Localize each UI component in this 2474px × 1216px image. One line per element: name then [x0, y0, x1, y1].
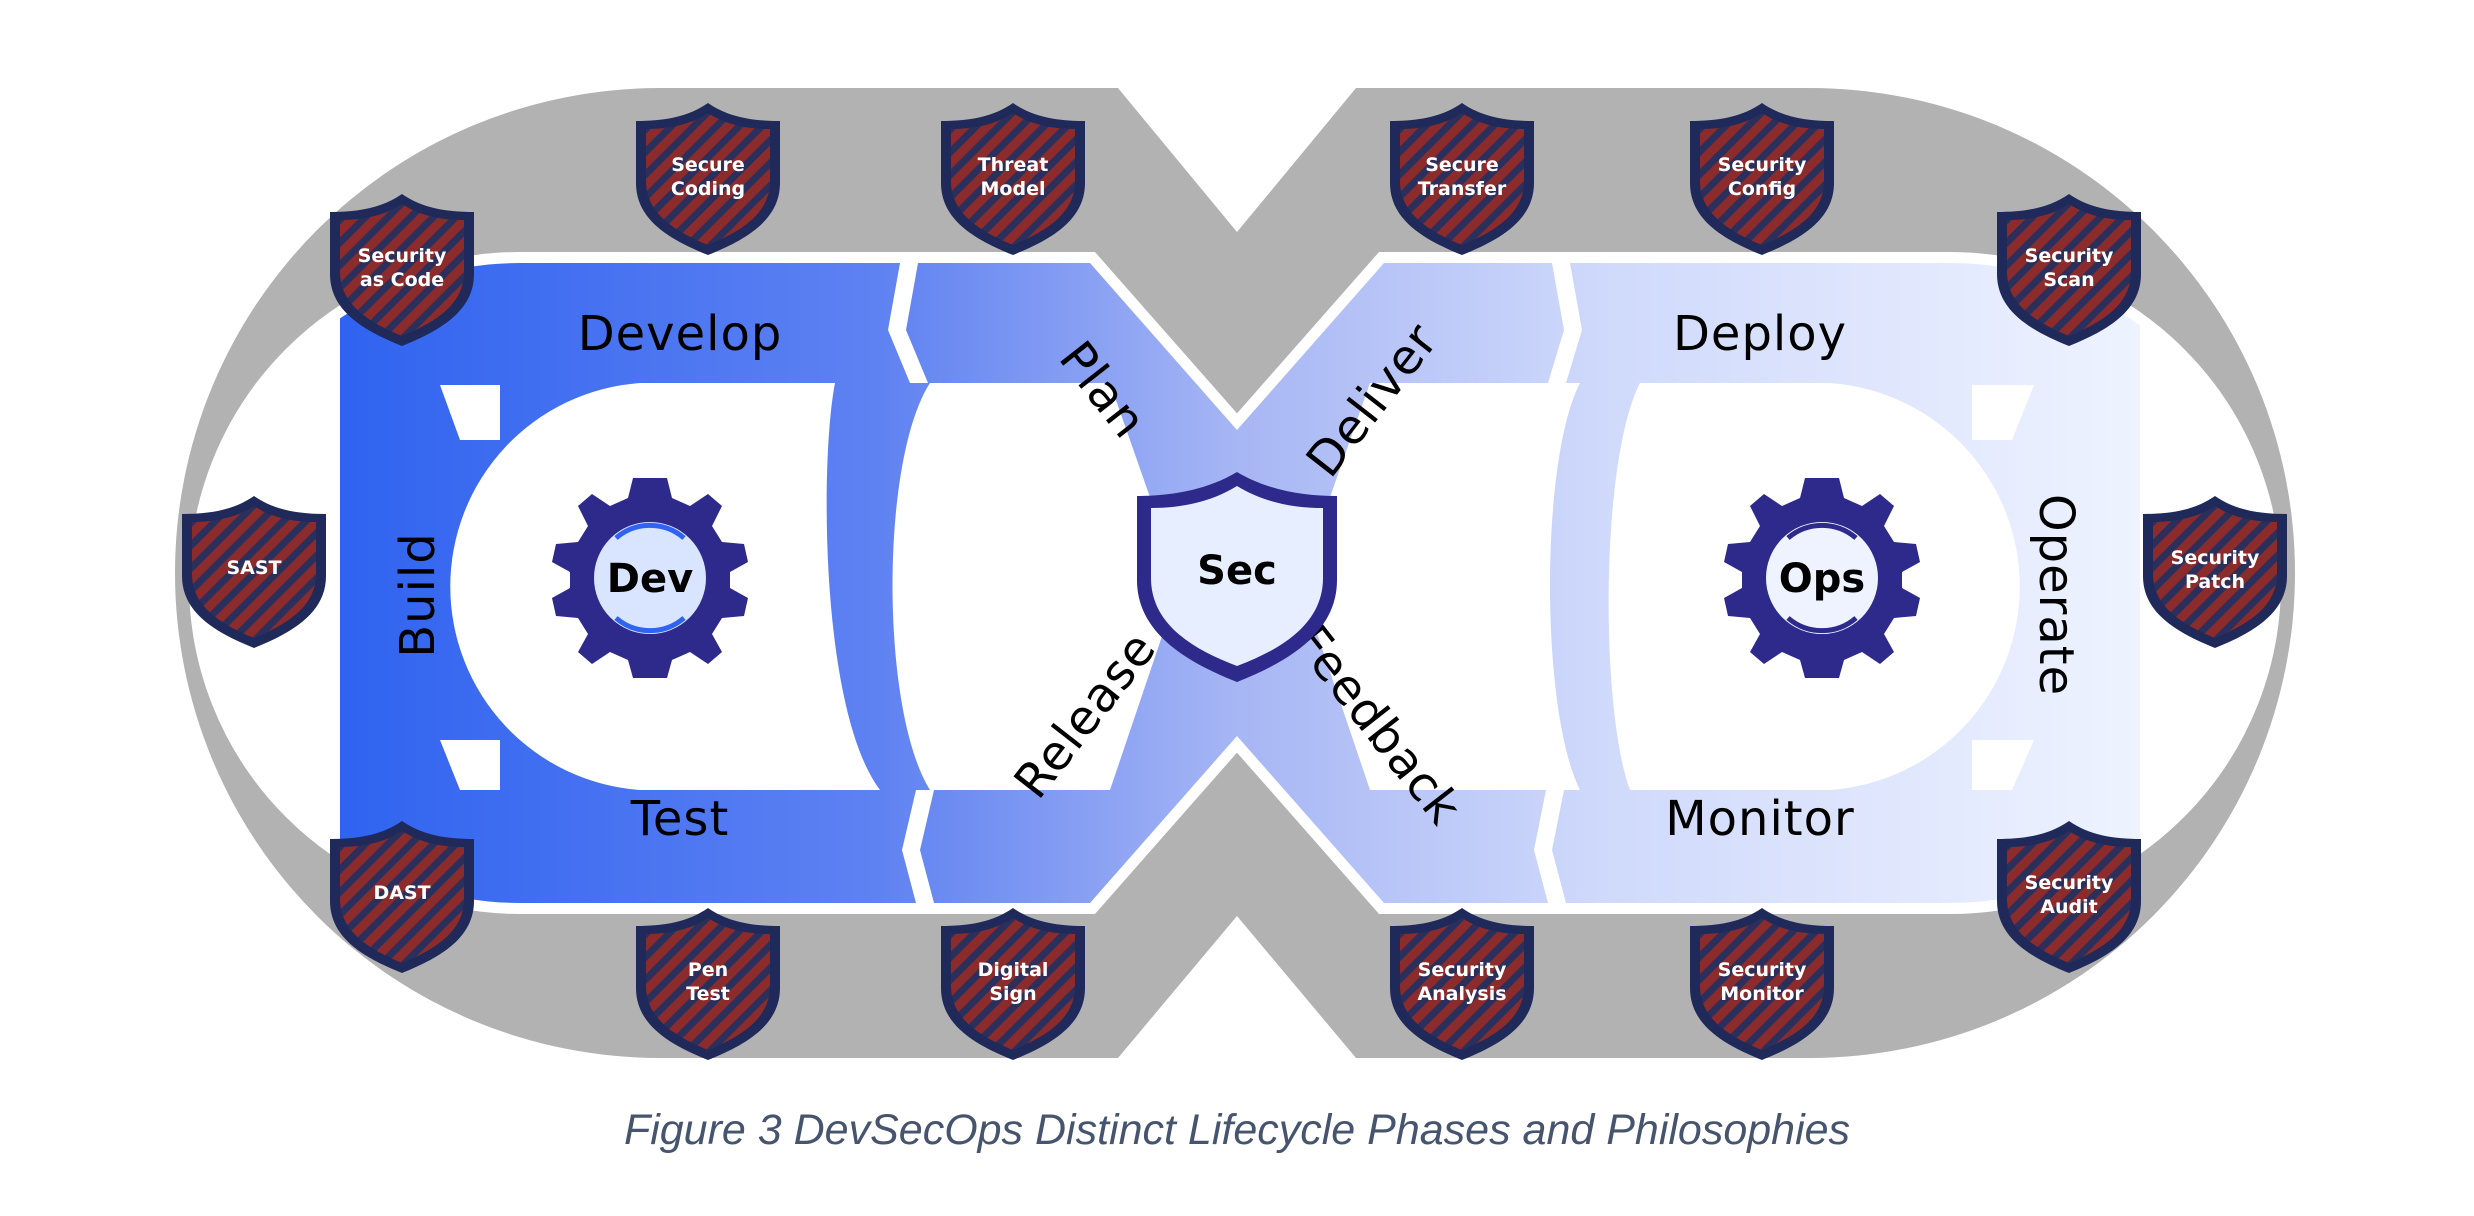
shield-label-line1: Pen — [688, 959, 728, 981]
shield-label-line2: Model — [981, 178, 1046, 200]
shield-label-line2: Config — [1728, 178, 1796, 200]
figure-caption: Figure 3 DevSecOps Distinct Lifecycle Ph… — [623, 1106, 1851, 1154]
shield-label-line2: Test — [686, 983, 730, 1005]
shield-label-line2: Scan — [2043, 269, 2094, 291]
ops-gear: Ops — [1724, 478, 1920, 678]
phase-operate: Operate — [2028, 494, 2084, 696]
shield-label-line1: Threat — [978, 154, 1049, 176]
shield-label-line1: Security — [1418, 959, 1507, 981]
shield-label-line1: Security — [358, 245, 447, 267]
dev-gear: Dev — [552, 478, 748, 678]
shield-label-line1: Secure — [1425, 154, 1499, 176]
shield-label-line1: Security — [1718, 959, 1807, 981]
phase-deploy: Deploy — [1673, 306, 1847, 362]
shield-label-line2: Patch — [2185, 571, 2245, 593]
shield-label-line2: as Code — [360, 269, 444, 291]
phase-build: Build — [390, 532, 446, 658]
shield-label-line1: Security — [1718, 154, 1807, 176]
shield-label-line2: Sign — [989, 983, 1036, 1005]
dev-hub-label: Dev — [607, 556, 693, 602]
shield-label-line1: SAST — [226, 557, 281, 579]
shield-sast: SAST — [182, 496, 326, 648]
phase-monitor: Monitor — [1665, 791, 1854, 847]
shield-dast: DAST — [330, 821, 474, 973]
shield-label-line1: DAST — [373, 882, 430, 904]
sec-shield: Sec — [1137, 472, 1337, 682]
phase-develop: Develop — [578, 306, 783, 362]
shield-label-line2: Monitor — [1720, 983, 1804, 1005]
shield-label-line1: Secure — [671, 154, 745, 176]
sec-hub-label: Sec — [1197, 548, 1277, 594]
shield-label-line1: Security — [2171, 547, 2260, 569]
shield-label-line2: Transfer — [1418, 178, 1507, 200]
shield-label-line2: Analysis — [1417, 983, 1506, 1005]
ops-hub-label: Ops — [1779, 556, 1865, 602]
shield-label-line2: Coding — [671, 178, 745, 200]
phase-test: Test — [630, 791, 730, 847]
shield-label-line1: Security — [2025, 245, 2114, 267]
shield-label-line2: Audit — [2040, 896, 2097, 918]
shield-label-line1: Security — [2025, 872, 2114, 894]
shield-label-line1: Digital — [978, 959, 1049, 981]
